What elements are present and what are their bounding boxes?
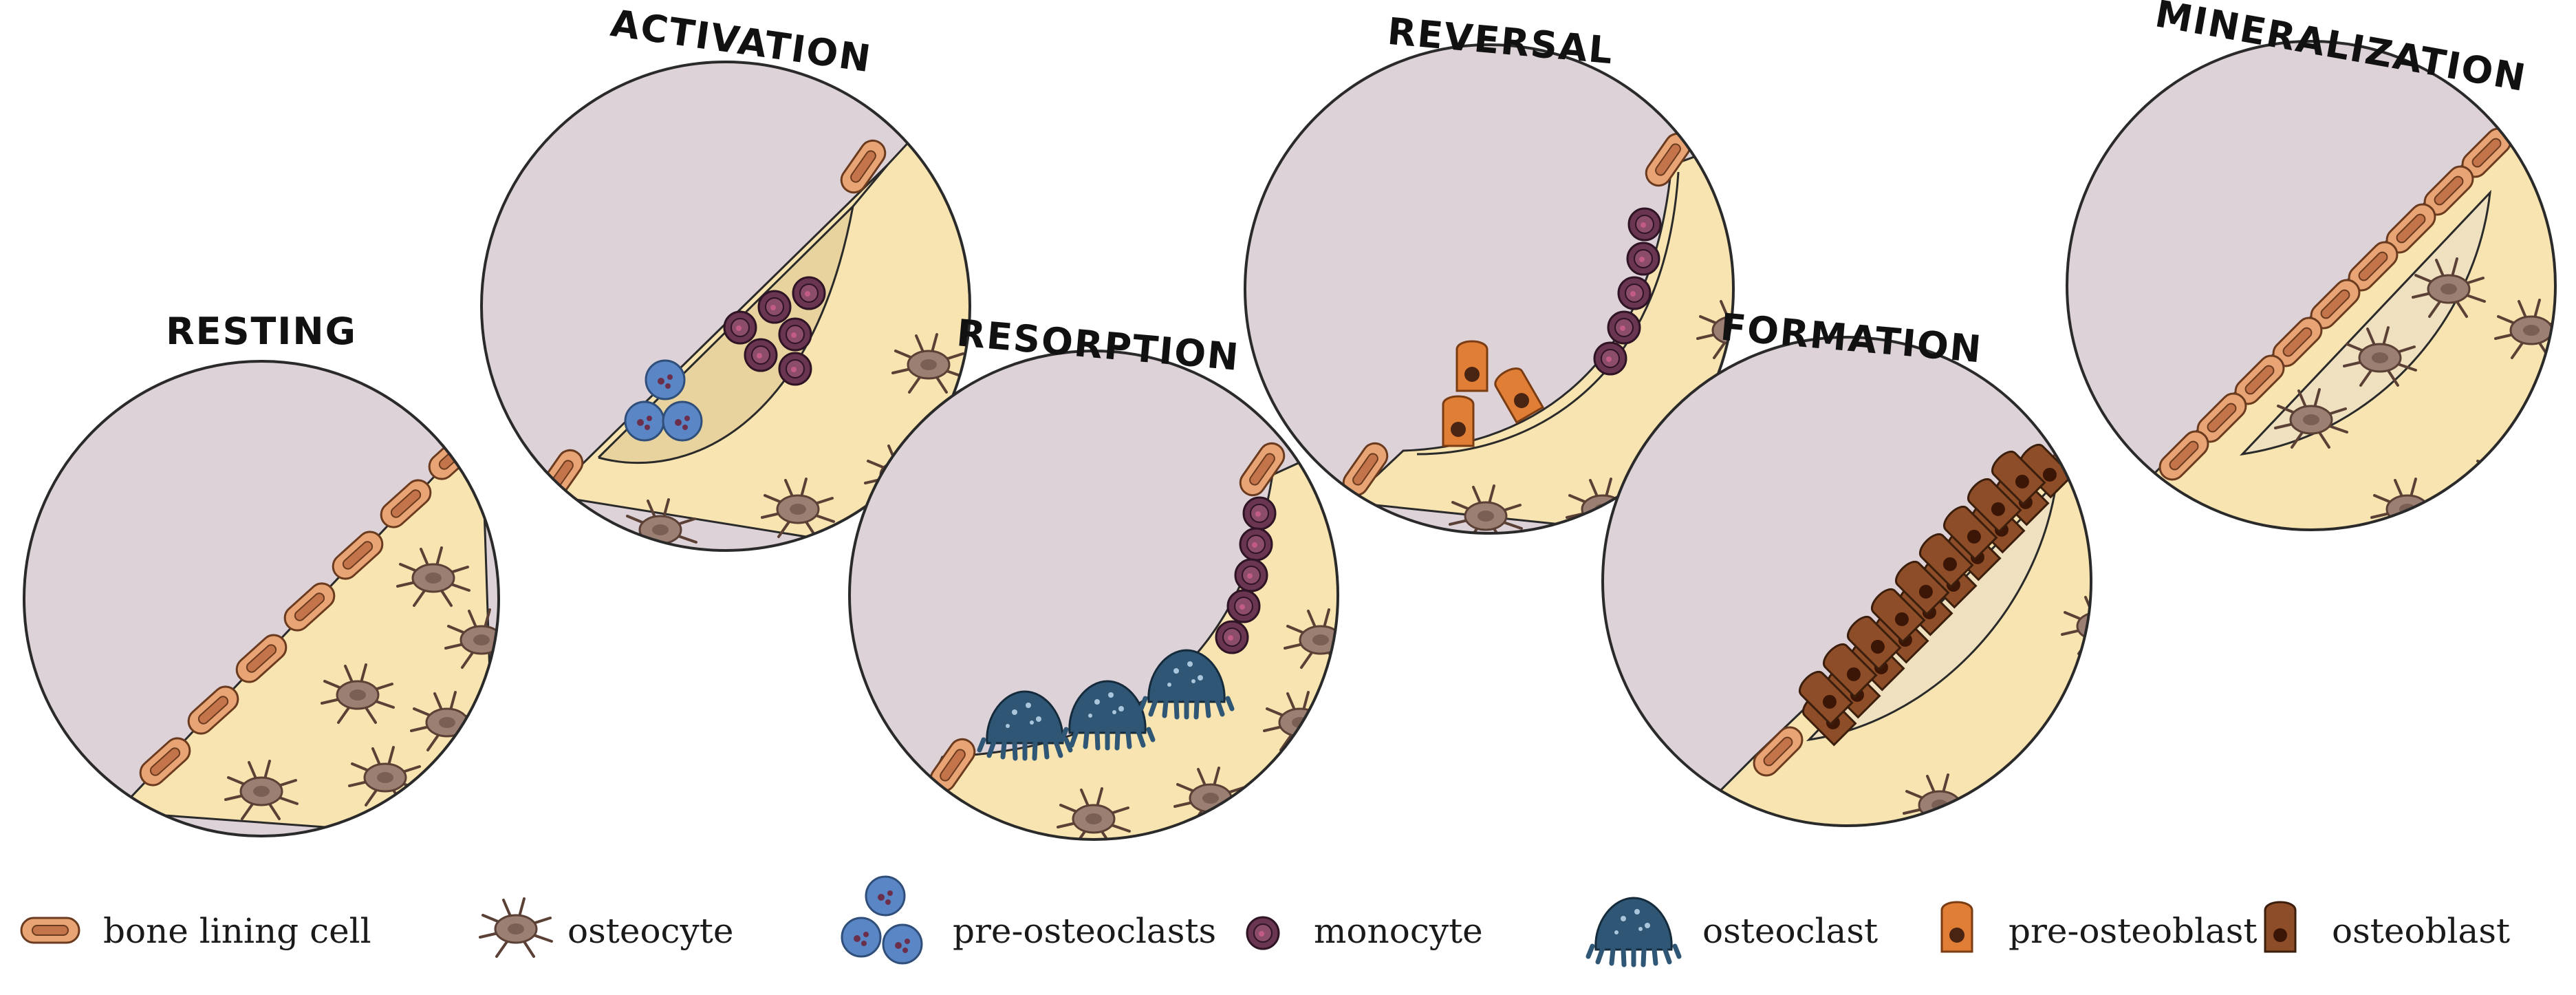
monocyte-icon (1246, 916, 1280, 950)
legend-item-monocyte: monocyte (1246, 911, 1483, 951)
legend-item-osteocyte: osteocyte (479, 897, 733, 958)
stage-mineralization: MINERALIZATION (2066, 0, 2557, 531)
legend-label: pre-osteoclasts (953, 911, 1216, 951)
stage-formation: FORMATION (1601, 306, 2092, 827)
osteoclast-icon (1588, 898, 1679, 965)
legend-label: osteocyte (567, 911, 733, 951)
legend-label: pre-osteoblast (2009, 911, 2258, 951)
bone-lining-cell-icon (20, 917, 80, 944)
legend-label: monocyte (1314, 911, 1483, 951)
legend-item-pre-osteoblast: pre-osteoblast (1940, 901, 2258, 953)
legend: bone lining cell osteocyte pre-osteoclas… (20, 875, 2510, 965)
legend-label: bone lining cell (103, 911, 371, 951)
legend-label: osteoblast (2332, 911, 2510, 951)
legend-item-osteoclast: osteoclast (1588, 898, 1878, 965)
osteoblast-icon (2264, 901, 2297, 953)
legend-label: osteoclast (1702, 911, 1878, 951)
pre-osteoblast-icon (1940, 901, 1973, 953)
stage-activation: ACTIVATION (480, 1, 971, 552)
pre-osteoclasts-icon (841, 875, 923, 965)
legend-item-osteoblast: osteoblast (2264, 901, 2510, 953)
legend-item-bone-lining-cell: bone lining cell (20, 911, 371, 951)
stage-label-resting: RESTING (166, 310, 357, 353)
stage-resting: RESTING (23, 310, 500, 837)
osteocyte-icon (479, 897, 553, 958)
legend-item-pre-osteoclasts: pre-osteoclasts (841, 875, 1216, 965)
